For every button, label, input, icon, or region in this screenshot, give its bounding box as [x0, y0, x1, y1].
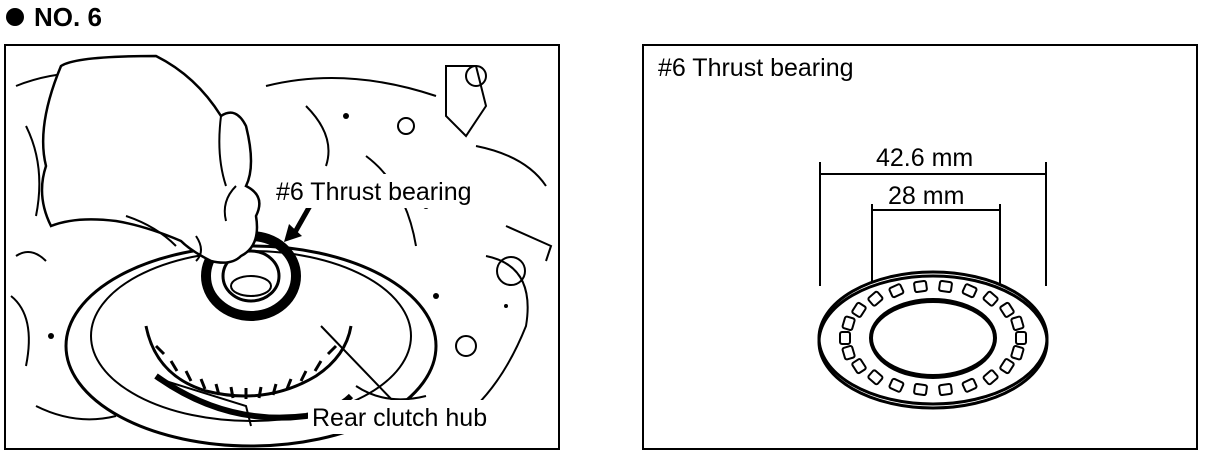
- bearing-roller: [982, 290, 999, 307]
- thrust-bearing-drawing: [817, 270, 1049, 410]
- bearing-roller: [938, 382, 953, 397]
- bearing-roller: [867, 369, 884, 386]
- bearing-roller: [841, 345, 856, 361]
- bearing-roller: [999, 358, 1015, 375]
- section-heading-text: NO. 6: [34, 1, 102, 32]
- bearing-dimension-diagram: #6 Thrust bearing 42.6 mm 28 mm: [658, 54, 1049, 410]
- bearing-roller: [982, 369, 999, 386]
- bearing-roller: [961, 283, 978, 299]
- bullet-icon: [6, 8, 24, 26]
- bearing-roller: [839, 331, 851, 345]
- bearing-roller: [888, 283, 905, 299]
- bearing-roller: [841, 315, 856, 331]
- photo-panel: #6 Thrust bearing Rear clutch hub: [4, 44, 560, 450]
- bearing-roller: [913, 382, 928, 397]
- bearing-roller: [888, 377, 905, 393]
- bearing-roller: [851, 301, 867, 318]
- bearing-roller: [938, 279, 953, 294]
- bearing-roller: [961, 377, 978, 393]
- diagram-panel: #6 Thrust bearing 42.6 mm 28 mm: [642, 44, 1198, 450]
- diagram-title: #6 Thrust bearing: [658, 54, 854, 82]
- bearing-roller: [999, 301, 1015, 318]
- section-heading: NO. 6: [6, 0, 102, 34]
- installation-illustration: #6 Thrust bearing Rear clutch hub: [10, 54, 553, 448]
- outer-diameter-label: 42.6 mm: [876, 144, 973, 172]
- bearing-roller: [913, 279, 928, 294]
- bearing-roller: [851, 358, 867, 375]
- bearing-roller: [1015, 331, 1027, 345]
- bearing-roller: [867, 290, 884, 307]
- bearing-roller: [1010, 315, 1025, 331]
- inner-diameter-label: 28 mm: [888, 182, 964, 210]
- label-thrust-bearing: #6 Thrust bearing: [276, 178, 472, 206]
- bearing-roller: [1010, 345, 1025, 361]
- label-rear-clutch-hub: Rear clutch hub: [312, 404, 487, 432]
